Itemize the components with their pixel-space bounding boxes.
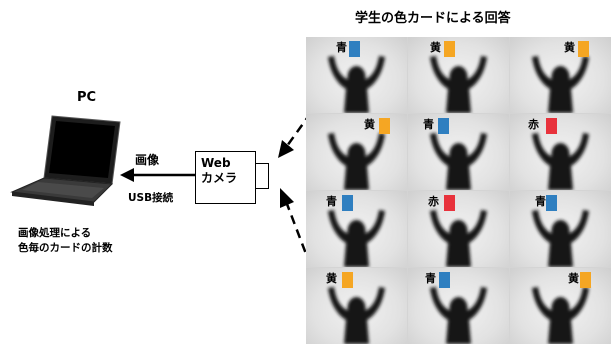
student-cell: 青	[306, 191, 407, 267]
color-card	[342, 195, 353, 211]
color-card	[546, 195, 557, 211]
card-color-label: 黄	[364, 118, 375, 131]
color-card	[578, 41, 589, 57]
student-silhouette-icon	[328, 133, 385, 190]
student-silhouette-icon	[328, 210, 385, 267]
card-color-label: 黄	[564, 41, 575, 54]
student-cell: 青	[510, 191, 611, 267]
color-card	[342, 272, 353, 288]
student-cell: 青	[408, 268, 509, 344]
color-card	[546, 118, 557, 134]
card-color-label: 青	[336, 41, 347, 54]
left-arrow-icon	[120, 168, 196, 182]
color-card	[444, 41, 455, 57]
student-silhouette-icon	[532, 133, 589, 190]
card-color-label: 黄	[430, 41, 441, 54]
camera-line2: カメラ	[201, 171, 238, 185]
student-cell: 青	[408, 114, 509, 190]
card-color-label: 赤	[428, 195, 439, 208]
camera-line1: Web	[201, 156, 231, 170]
camera-lens	[255, 163, 269, 189]
camera-text: Web カメラ	[201, 156, 237, 186]
card-color-label: 青	[535, 195, 546, 208]
card-color-label: 青	[425, 272, 436, 285]
arrowhead-top	[278, 140, 294, 158]
card-color-label: 青	[423, 118, 434, 131]
color-card	[444, 195, 455, 211]
pc-caption-line2: 色毎のカードの計数	[18, 242, 113, 254]
color-card	[349, 41, 360, 57]
usb-label: USB接続	[128, 192, 174, 204]
color-card	[379, 118, 390, 134]
student-cell: 黄	[306, 114, 407, 190]
student-cell: 赤	[510, 114, 611, 190]
student-cell: 黄	[408, 37, 509, 113]
arrowhead-bottom	[280, 188, 294, 208]
card-color-label: 黄	[568, 272, 579, 285]
student-cell: 黄	[510, 37, 611, 113]
pc-caption-line1: 画像処理による	[18, 227, 92, 239]
laptop-icon	[10, 115, 121, 206]
student-silhouette-icon	[328, 56, 385, 113]
card-color-label: 赤	[528, 118, 539, 131]
card-color-label: 青	[326, 195, 337, 208]
student-silhouette-icon	[430, 287, 487, 344]
grid-heading: 学生の色カードによる回答	[355, 11, 511, 26]
student-silhouette-icon	[532, 287, 589, 344]
card-color-label: 黄	[326, 272, 337, 285]
student-silhouette-icon	[532, 210, 589, 267]
pc-label: PC	[77, 90, 97, 105]
student-grid: 青黄黄黄青赤青赤青黄青黄	[306, 37, 611, 344]
student-cell: 黄	[306, 268, 407, 344]
student-cell: 黄	[510, 268, 611, 344]
image-label: 画像	[135, 153, 160, 167]
student-silhouette-icon	[328, 287, 385, 344]
student-cell: 青	[306, 37, 407, 113]
color-card	[439, 272, 450, 288]
web-camera-box	[195, 151, 256, 204]
student-silhouette-icon	[430, 210, 487, 267]
color-card	[580, 272, 591, 288]
student-silhouette-icon	[430, 56, 487, 113]
color-card	[438, 118, 449, 134]
student-silhouette-icon	[532, 56, 589, 113]
student-silhouette-icon	[430, 133, 487, 190]
student-cell: 赤	[408, 191, 509, 267]
